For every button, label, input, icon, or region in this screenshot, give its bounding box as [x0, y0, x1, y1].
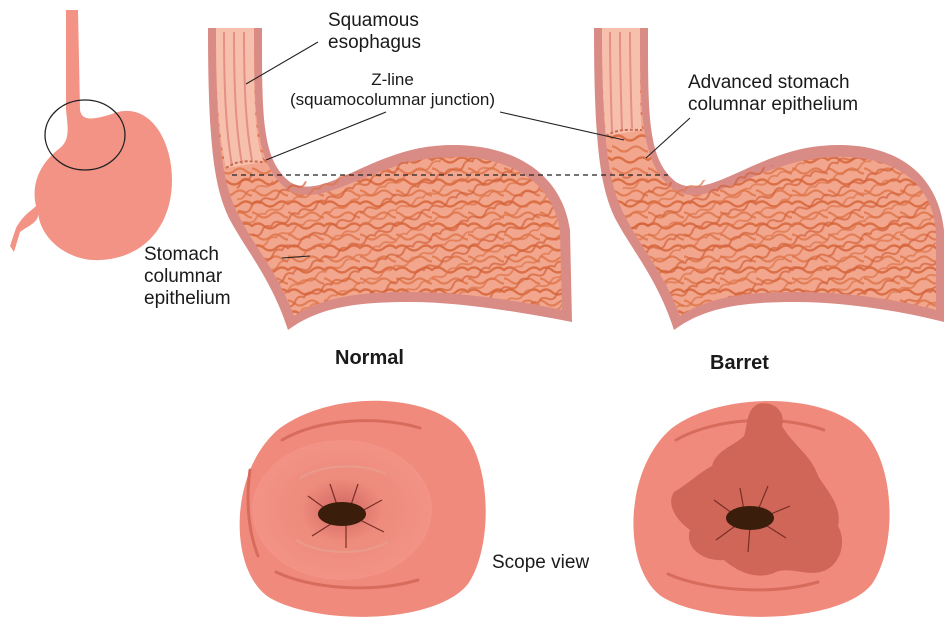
label-normal: Normal: [335, 347, 404, 369]
normal-scope-view: [240, 401, 486, 617]
label-scope-view: Scope view: [492, 552, 589, 574]
label-z-line: Z-line (squamocolumnar junction): [290, 70, 495, 110]
label-advanced-epithelium: Advanced stomach columnar epithelium: [688, 72, 858, 116]
barrett-scope-view: [633, 401, 889, 617]
lumen-icon: [726, 506, 774, 530]
lumen-icon: [318, 502, 366, 526]
label-barret: Barret: [710, 352, 769, 374]
label-stomach-epithelium: Stomach columnar epithelium: [144, 244, 231, 310]
leader-zline-normal: [266, 112, 386, 160]
label-squamous-esophagus: Squamous esophagus: [328, 10, 421, 54]
stomach-overview-icon: [10, 10, 172, 260]
